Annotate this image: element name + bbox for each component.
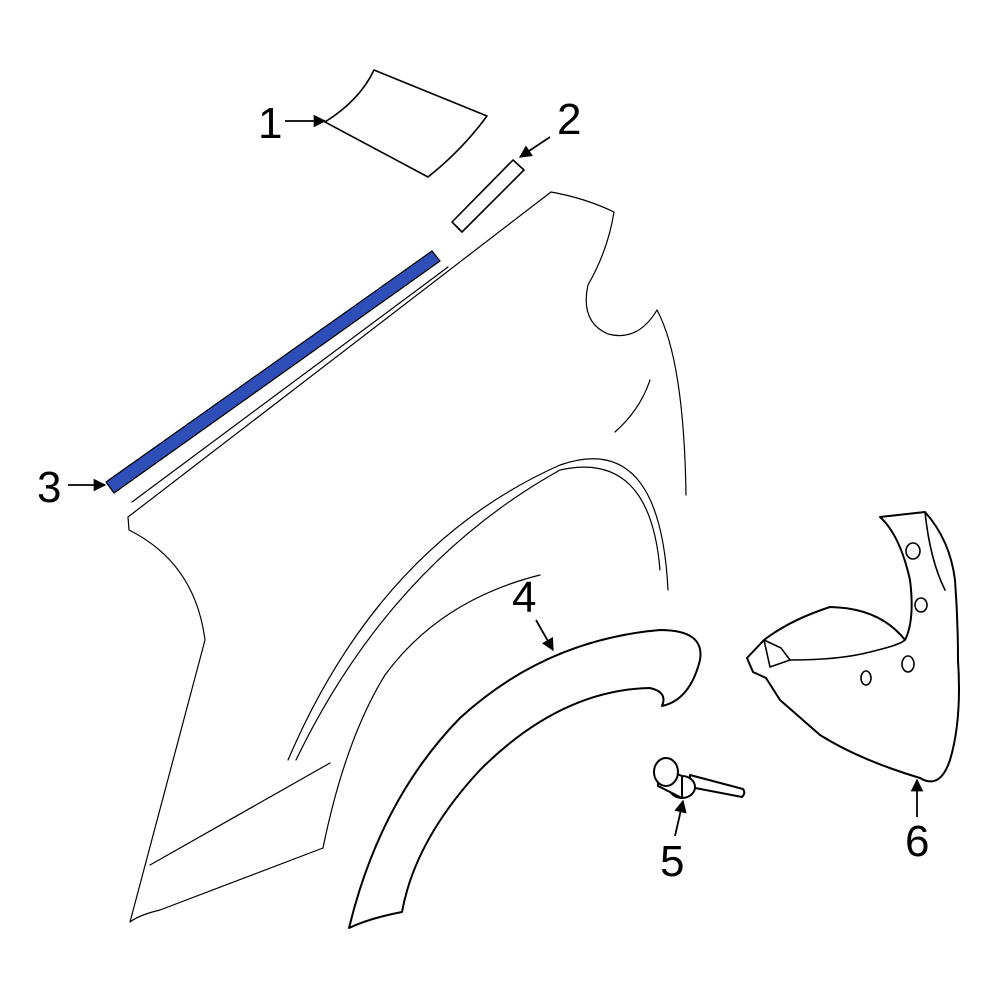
- mud-flap-part: [746, 511, 960, 783]
- small-molding-part: [451, 159, 525, 233]
- wheel-arch-molding-part: [348, 629, 702, 929]
- callout-6-number: 6: [905, 817, 929, 866]
- callout-5-leader: [674, 799, 687, 837]
- quarter-panel: [127, 191, 687, 923]
- callout-4-leader: [535, 619, 554, 652]
- callout-5-number: 5: [660, 837, 684, 886]
- callout-4-number: 4: [512, 573, 536, 622]
- callout-2-number: 2: [557, 95, 581, 144]
- window-glass-part: [324, 69, 488, 178]
- push-pin-clip-part: [653, 757, 746, 799]
- callout-3-number: 3: [37, 463, 61, 512]
- callout-1-number: 1: [258, 99, 282, 148]
- callout-2-leader: [518, 136, 551, 158]
- highlighted-molding-strip: [105, 250, 441, 494]
